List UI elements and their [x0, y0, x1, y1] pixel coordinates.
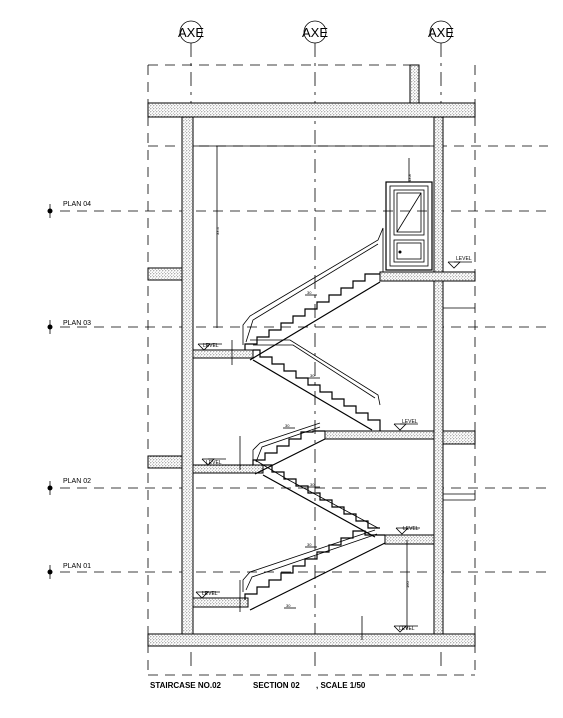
caption-section: SECTION 02: [253, 681, 300, 690]
landing-plan-03: [192, 349, 254, 359]
slab-plan-04-right: [379, 271, 476, 282]
outline-frame: [147, 64, 476, 676]
axis-markers: AXE AXE AXE: [178, 20, 454, 44]
dimension-lines: 33.4 43.8 160 30 30 30 30 30 30: [215, 146, 412, 640]
stair-flight-2-soffit: [262, 474, 376, 538]
handrail-3: [252, 422, 321, 465]
landing-lower-right: [384, 534, 435, 545]
level-marker-plan-03: LEVEL: [197, 343, 222, 351]
plan-marker-03: PLAN 03: [47, 320, 91, 334]
riser-dimension-5: 30: [308, 373, 320, 379]
floor-height-dimension: 33.4: [215, 226, 220, 235]
landing-plan-02: [192, 464, 264, 474]
left-wall: [181, 116, 194, 638]
level-label-plan-02: LEVEL: [206, 460, 222, 466]
axis-marker-2: AXE: [302, 20, 328, 44]
plan-label-01: PLAN 01: [63, 563, 91, 570]
slab-mid-right-outer: [442, 430, 476, 445]
riser-dimension-4: 30: [308, 482, 320, 488]
plan-label-03: PLAN 03: [63, 320, 91, 327]
handrails: [242, 227, 384, 592]
slab-plan-02: [147, 455, 183, 469]
riser-dimension-1: 30: [305, 542, 317, 548]
stair-flight-3-soffit: [254, 438, 326, 475]
drawing-caption: STAIRCASE NO.02 SECTION 02 , SCALE 1/50: [150, 681, 366, 690]
level-label-plan-03: LEVEL: [203, 343, 219, 349]
level-marker-plan-04: LEVEL: [447, 256, 472, 269]
plan-marker-01: PLAN 01: [47, 563, 91, 579]
stair-flight-5-soffit: [249, 281, 381, 361]
axis-marker-1: AXE: [178, 20, 204, 44]
stair-flight-1-soffit: [249, 542, 386, 611]
level-marker-plan-02: LEVEL: [201, 458, 226, 466]
base-height-dimension: 160: [405, 581, 410, 588]
caption-scale: , SCALE 1/50: [316, 681, 366, 690]
stair-flight-3: [252, 430, 325, 465]
stair-flight-5: [244, 273, 380, 350]
stair-flights: [244, 273, 386, 611]
slab-plan-04: [147, 267, 183, 281]
stair-flight-2: [263, 464, 380, 529]
landing-mid-right: [324, 430, 435, 440]
axis-marker-3: AXE: [428, 20, 454, 44]
level-label-plan-04: LEVEL: [456, 256, 472, 262]
plan-label-04: PLAN 04: [63, 201, 91, 208]
riser-label-5: 30: [310, 373, 315, 378]
riser-label-2: 30: [307, 290, 312, 295]
plan-marker-02: PLAN 02: [47, 478, 91, 495]
handrail-1-inner: [245, 533, 378, 591]
level-label-mid-right: LEVEL: [402, 419, 418, 425]
level-marker-ground: LEVEL: [393, 625, 418, 633]
riser-label-1: 30: [307, 542, 312, 547]
stair-flight-4-soffit: [252, 359, 373, 431]
stair-flight-4: [253, 349, 381, 431]
caption-staircase: STAIRCASE NO.02: [150, 681, 222, 690]
parapet: [409, 64, 420, 104]
riser-dimension-6: 30: [284, 603, 296, 609]
riser-dimension-3: 30: [283, 423, 295, 429]
plan-label-02: PLAN 02: [63, 478, 91, 485]
plan-marker-04: PLAN 04: [47, 201, 91, 218]
right-wall: [433, 116, 444, 638]
handrail-5-inner: [245, 243, 379, 343]
handrail-1: [242, 529, 376, 592]
level-label-plan-01: LEVEL: [202, 591, 218, 597]
door-height-dimension: 43.8: [407, 173, 412, 182]
handrail-4-inner: [253, 344, 376, 399]
roof-slab: [147, 102, 476, 118]
structure: [147, 64, 476, 647]
axis-label-1: AXE: [178, 25, 204, 40]
level-markers: LEVEL LEVEL LEVEL LEVEL LEVEL LEVEL: [195, 256, 472, 633]
level-label-lower-right: LEVEL: [403, 526, 419, 532]
axis-label-2: AXE: [302, 25, 328, 40]
axis-label-3: AXE: [428, 25, 454, 40]
level-marker-plan-01: LEVEL: [195, 591, 220, 599]
riser-label-4: 30: [310, 482, 315, 487]
riser-label-3: 30: [285, 423, 290, 428]
riser-dimension-2: 30: [305, 290, 317, 296]
ground-slab: [147, 633, 476, 647]
riser-label-6: 30: [286, 603, 291, 608]
plan-markers: PLAN 04 PLAN 03 PLAN 02 PLAN 01: [47, 201, 91, 579]
landing-plan-01: [192, 597, 249, 608]
handrail-3-inner: [255, 426, 321, 463]
level-marker-mid-right: LEVEL: [393, 419, 418, 431]
door: [385, 181, 433, 271]
level-marker-lower-right: LEVEL: [395, 526, 420, 535]
handrail-5: [242, 227, 384, 345]
handrail-2: [254, 459, 379, 529]
handrail-4: [250, 339, 381, 406]
